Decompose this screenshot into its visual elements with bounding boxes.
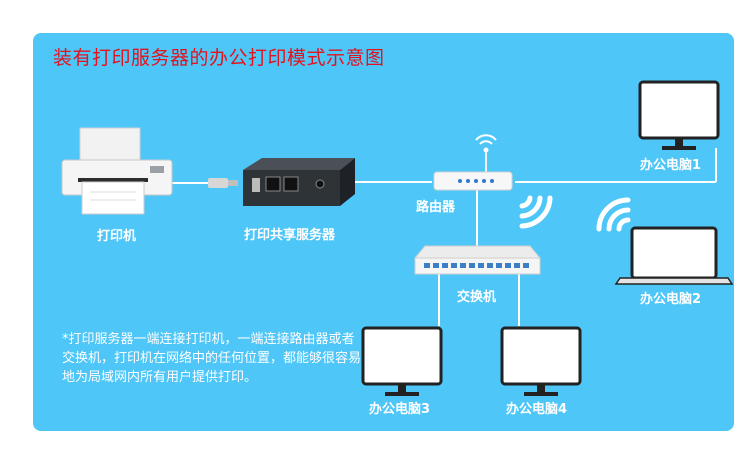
pc3-label: 办公电脑3: [369, 402, 431, 417]
wifi-icon: [519, 195, 553, 229]
printer-label: 打印机: [97, 229, 137, 244]
print-server-icon: [243, 158, 355, 206]
diagram-title: 装有打印服务器的办公打印模式示意图: [53, 47, 385, 69]
monitor-icon: [638, 80, 720, 150]
usb-plug-icon: [208, 178, 238, 188]
wifi-icon: [596, 197, 631, 232]
pc1-label: 办公电脑1: [640, 158, 702, 173]
router-label: 路由器: [416, 200, 456, 215]
pc2-label: 办公电脑2: [640, 292, 702, 307]
laptop-icon: [614, 226, 734, 285]
printer-icon: [61, 127, 173, 215]
pc4-label: 办公电脑4: [506, 402, 568, 417]
switch-icon: [413, 245, 542, 275]
wifi-icon: [475, 134, 497, 153]
switch-label: 交换机: [457, 290, 497, 305]
monitor-icon: [500, 326, 582, 396]
router-icon: [433, 152, 513, 191]
monitor-icon: [361, 326, 443, 396]
print-server-label: 打印共享服务器: [244, 228, 336, 243]
connection-lines: [170, 148, 717, 326]
footnote: *打印服务器一端连接打印机，一端连接路由器或者交换机，打印机在网络中的任何位置，…: [62, 332, 362, 385]
